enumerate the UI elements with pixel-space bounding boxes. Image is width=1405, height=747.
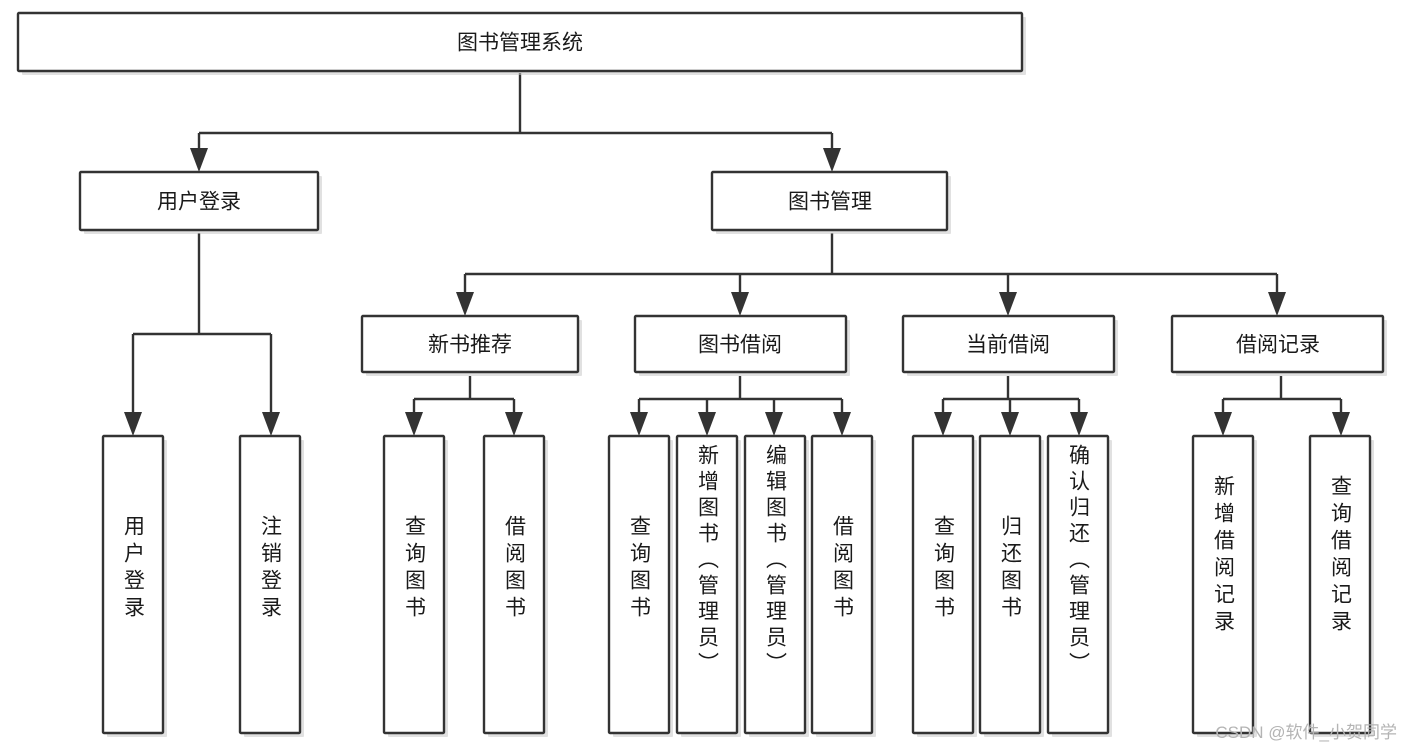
- node-leaf-7-label: 编辑图书（管理员）: [764, 444, 788, 678]
- node-leaf-1-box[interactable]: [101, 434, 165, 735]
- node-leaf-5-label: 查询图书: [628, 515, 652, 623]
- node-leaf-9-label: 查询图书: [932, 515, 956, 623]
- node-login-box[interactable]: [78, 170, 320, 232]
- node-leaf-13-box[interactable]: [1308, 434, 1372, 735]
- arrow-to-leaf-13: [1332, 412, 1350, 436]
- node-leaf-6-label: 新增图书（管理员）: [696, 444, 720, 678]
- arrow-to-leaf-12: [1214, 412, 1232, 436]
- node-leaf-9[interactable]: 查询图书: [911, 434, 977, 737]
- node-root[interactable]: 图书管理系统: [16, 11, 1026, 75]
- arrow-to-leaf-3: [405, 412, 423, 436]
- node-leaf-3[interactable]: 查询图书: [382, 434, 448, 737]
- node-leaf-10-box[interactable]: [978, 434, 1042, 735]
- node-leaf-5-box[interactable]: [607, 434, 671, 735]
- node-leaf-13[interactable]: 查询借阅记录: [1308, 434, 1374, 737]
- node-leaf-12[interactable]: 新增借阅记录: [1191, 434, 1257, 737]
- node-leaf-12-label: 新增借阅记录: [1212, 475, 1236, 637]
- arrow-to-leaf-8: [833, 412, 851, 436]
- node-leaf-3-box[interactable]: [382, 434, 446, 735]
- node-leaf-9-box[interactable]: [911, 434, 975, 735]
- arrow-to-current: [999, 292, 1017, 316]
- connector-layer: [124, 73, 1350, 436]
- node-newbook-box[interactable]: [360, 314, 580, 374]
- node-leaf-13-label: 查询借阅记录: [1329, 475, 1353, 637]
- node-borrow-label: 图书借阅: [698, 334, 782, 357]
- node-leaf-2-label: 注销登录: [259, 515, 283, 623]
- node-login-label: 用户登录: [157, 191, 241, 214]
- arrow-to-leaf-5: [630, 412, 648, 436]
- node-borrow[interactable]: 图书借阅: [633, 314, 850, 376]
- node-records[interactable]: 借阅记录: [1170, 314, 1387, 376]
- node-leaf-12-box[interactable]: [1191, 434, 1255, 735]
- node-login[interactable]: 用户登录: [78, 170, 322, 234]
- node-bookmgmt-label: 图书管理: [788, 191, 872, 214]
- node-leaf-4-label: 借阅图书: [503, 515, 527, 623]
- arrow-to-leaf-7: [765, 412, 783, 436]
- node-borrow-box[interactable]: [633, 314, 848, 374]
- node-leaf-11-label: 确认归还（管理员）: [1067, 444, 1091, 678]
- node-leaf-10[interactable]: 归还图书: [978, 434, 1044, 737]
- node-records-box[interactable]: [1170, 314, 1385, 374]
- node-leaf-4-box[interactable]: [482, 434, 546, 735]
- node-leaf-8[interactable]: 借阅图书: [810, 434, 876, 737]
- node-leaf-1-label: 用户登录: [122, 515, 146, 623]
- node-leaf-7-box[interactable]: [743, 434, 807, 735]
- node-leaf-11-box[interactable]: [1046, 434, 1110, 735]
- node-bookmgmt[interactable]: 图书管理: [710, 170, 951, 234]
- csdn-watermark: CSDN @软件_小贺同学: [1215, 723, 1397, 742]
- node-root-box[interactable]: [16, 11, 1024, 73]
- arrow-to-leaf-4: [505, 412, 523, 436]
- node-leaf-7[interactable]: 编辑图书（管理员）: [743, 434, 809, 737]
- node-leaf-5[interactable]: 查询图书: [607, 434, 673, 737]
- node-leaf-3-label: 查询图书: [403, 515, 427, 623]
- node-current-label: 当前借阅: [966, 334, 1050, 357]
- arrow-to-borrow: [731, 292, 749, 316]
- node-current[interactable]: 当前借阅: [901, 314, 1118, 376]
- node-leaf-6[interactable]: 新增图书（管理员）: [675, 434, 741, 737]
- arrow-to-bookmgmt: [823, 148, 841, 172]
- node-newbook[interactable]: 新书推荐: [360, 314, 582, 376]
- node-records-label: 借阅记录: [1236, 334, 1320, 357]
- arrow-to-leaf-2: [262, 412, 280, 436]
- node-leaf-10-label: 归还图书: [999, 515, 1023, 623]
- arrow-to-leaf-1: [124, 412, 142, 436]
- node-root-label: 图书管理系统: [457, 32, 583, 55]
- arrow-to-leaf-6: [698, 412, 716, 436]
- node-newbook-label: 新书推荐: [428, 334, 512, 357]
- node-leaf-2[interactable]: 注销登录: [238, 434, 304, 737]
- node-leaf-8-box[interactable]: [810, 434, 874, 735]
- arrow-to-login: [190, 148, 208, 172]
- node-leaf-2-box[interactable]: [238, 434, 302, 735]
- node-leaf-8-label: 借阅图书: [831, 515, 855, 623]
- arrow-to-leaf-11: [1070, 412, 1088, 436]
- node-leaf-11[interactable]: 确认归还（管理员）: [1046, 434, 1112, 737]
- node-leaf-6-box[interactable]: [675, 434, 739, 735]
- arrow-to-leaf-10: [1001, 412, 1019, 436]
- node-leaf-1[interactable]: 用户登录: [101, 434, 167, 737]
- arrow-to-newbook: [456, 292, 474, 316]
- node-current-box[interactable]: [901, 314, 1116, 374]
- arrow-to-leaf-9: [934, 412, 952, 436]
- node-bookmgmt-box[interactable]: [710, 170, 949, 232]
- arrow-to-records: [1268, 292, 1286, 316]
- node-leaf-4[interactable]: 借阅图书: [482, 434, 548, 737]
